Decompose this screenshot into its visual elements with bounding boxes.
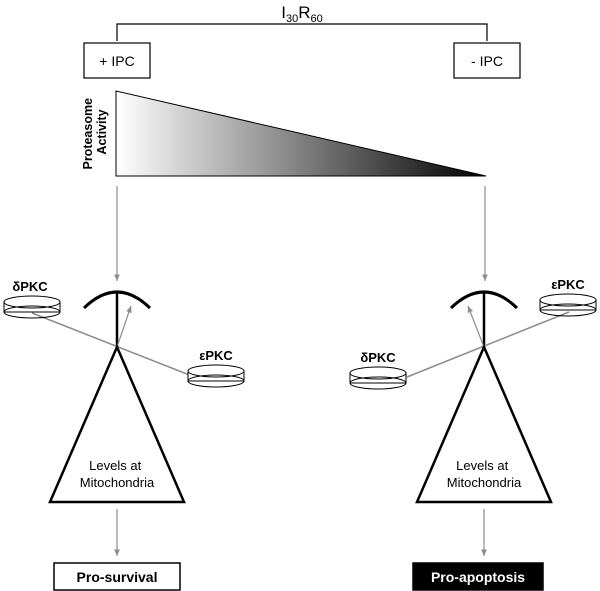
header-label: I30R60 xyxy=(281,3,323,25)
header-sub2: 60 xyxy=(311,13,323,25)
right-triangle-line1: Levels at xyxy=(456,458,508,473)
condition-box-right: - IPC xyxy=(453,42,521,79)
condition-right-label: - IPC xyxy=(471,53,503,69)
right-pan-bottom xyxy=(349,366,407,390)
left-beam xyxy=(31,312,193,377)
condition-box-left: + IPC xyxy=(83,42,151,79)
left-triangle-line2: Mitochondria xyxy=(80,475,155,490)
outcome-right-label: Pro-apoptosis xyxy=(431,569,525,585)
left-triangle-label: Levels at Mitochondria xyxy=(80,458,155,490)
right-triangle-label: Levels at Mitochondria xyxy=(447,458,522,490)
right-balance-arrow xyxy=(467,305,485,348)
left-kinase-bottom-label: εPKC xyxy=(199,348,233,363)
left-triangle-line1: Levels at xyxy=(89,458,141,473)
right-triangle-line2: Mitochondria xyxy=(447,475,522,490)
header-mid: R xyxy=(298,3,310,22)
gradient-label: Proteasome Activity xyxy=(81,94,109,169)
right-kinase-bottom-label: δPKC xyxy=(360,350,396,365)
proteasome-gradient-wedge xyxy=(115,90,487,177)
right-triangle xyxy=(415,343,553,504)
gradient-label-line2: Activity xyxy=(95,109,109,154)
left-scale: Levels at Mitochondria δPKC εPKC xyxy=(3,279,245,556)
right-pan-top xyxy=(539,293,597,317)
right-scale: Levels at Mitochondria εPKC δPKC xyxy=(349,277,597,556)
outcome-left-label: Pro-survival xyxy=(77,569,158,585)
left-balance-arrow xyxy=(116,305,132,348)
right-beam xyxy=(406,311,570,378)
header-base: I xyxy=(281,3,286,22)
outcome-pro-apoptosis: Pro-apoptosis xyxy=(412,562,544,591)
condition-left-label: + IPC xyxy=(99,53,134,69)
left-kinase-top-label: δPKC xyxy=(12,279,48,294)
gradient-label-line1: Proteasome xyxy=(81,98,95,170)
left-pan-top xyxy=(3,295,61,319)
right-kinase-top-label: εPKC xyxy=(551,277,585,292)
left-triangle xyxy=(48,343,186,504)
outcome-pro-survival: Pro-survival xyxy=(53,562,181,591)
condition-bracket xyxy=(116,23,488,41)
header-sub1: 30 xyxy=(286,13,298,25)
left-pan-bottom xyxy=(187,364,245,388)
